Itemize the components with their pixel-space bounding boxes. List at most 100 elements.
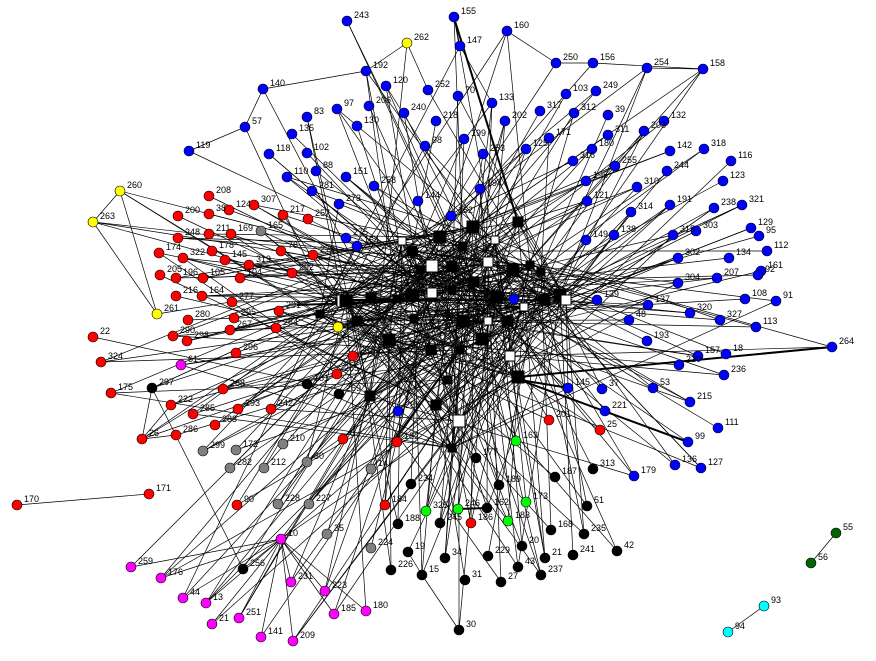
node-circle bbox=[664, 145, 676, 157]
node-label: 102 bbox=[314, 142, 329, 152]
node-label: 160 bbox=[514, 20, 529, 30]
graph-edge bbox=[425, 447, 453, 512]
graph-edge bbox=[192, 250, 413, 415]
node-circle bbox=[187, 408, 199, 420]
graph-node: 279 bbox=[307, 244, 335, 261]
node-circle bbox=[206, 245, 218, 257]
graph-edge bbox=[434, 404, 466, 581]
node-circle bbox=[183, 145, 195, 157]
node-circle bbox=[153, 247, 165, 259]
graph-node: 275 bbox=[340, 227, 368, 244]
node-label: 124 bbox=[236, 199, 251, 209]
graph-edge bbox=[160, 538, 282, 579]
node-circle bbox=[333, 388, 345, 400]
node-label: 202 bbox=[512, 110, 527, 120]
graph-node: 234 bbox=[405, 473, 433, 490]
graph-node: 316 bbox=[567, 150, 595, 167]
graph-node: 307 bbox=[248, 194, 276, 211]
node-circle bbox=[434, 517, 446, 529]
node-circle bbox=[230, 444, 242, 456]
node-circle bbox=[351, 120, 363, 132]
node-label: 218 bbox=[443, 110, 458, 120]
graph-edge bbox=[214, 269, 421, 426]
graph-node: 27 bbox=[495, 571, 518, 588]
graph-node: 245 bbox=[434, 512, 462, 529]
graph-edge-heavy bbox=[519, 379, 570, 389]
node-label: 177 bbox=[483, 447, 498, 457]
graph-edge bbox=[559, 67, 648, 296]
hub-node bbox=[455, 345, 465, 355]
node-label: 179 bbox=[641, 465, 656, 475]
graph-node: 309 bbox=[332, 316, 360, 333]
node-label: 209 bbox=[300, 630, 315, 640]
graph-node: 194 bbox=[474, 178, 502, 195]
node-circle bbox=[723, 252, 735, 264]
node-label: 174 bbox=[166, 242, 181, 252]
node-label: 48 bbox=[636, 309, 646, 319]
graph-edge bbox=[342, 300, 519, 568]
graph-node: 243 bbox=[341, 10, 369, 27]
graph-node: 202 bbox=[499, 110, 527, 127]
node-circle bbox=[580, 234, 592, 246]
graph-edge bbox=[439, 236, 460, 422]
node-label: 141 bbox=[268, 626, 283, 636]
graph-edge bbox=[160, 269, 514, 579]
node-circle bbox=[331, 103, 343, 115]
node-circle bbox=[321, 528, 333, 540]
hub-node bbox=[364, 390, 376, 402]
graph-edge bbox=[559, 294, 575, 556]
node-label: 316 bbox=[580, 150, 595, 160]
node-label: 104 bbox=[247, 267, 262, 277]
graph-edge bbox=[239, 240, 403, 280]
graph-node: 37 bbox=[596, 378, 619, 395]
node-circle bbox=[758, 600, 770, 612]
node-label: 304 bbox=[685, 272, 700, 282]
graph-node: 291 bbox=[273, 300, 301, 317]
node-circle bbox=[567, 155, 579, 167]
node-label: 182 bbox=[404, 431, 419, 441]
hub-node bbox=[483, 316, 493, 326]
node-label: 273 bbox=[346, 193, 361, 203]
graph-edge bbox=[262, 70, 367, 91]
graph-node: 42 bbox=[611, 540, 634, 557]
graph-edge bbox=[319, 45, 461, 315]
node-label: 173 bbox=[533, 491, 548, 501]
graph-edge bbox=[487, 204, 743, 322]
node-label: 279 bbox=[320, 244, 335, 254]
hub-node bbox=[443, 375, 453, 385]
node-circle bbox=[287, 635, 299, 647]
node-label: 208 bbox=[216, 185, 231, 195]
graph-node: 229 bbox=[482, 545, 510, 562]
graph-edge bbox=[236, 240, 403, 506]
node-circle bbox=[725, 155, 737, 167]
graph-edge bbox=[517, 221, 603, 390]
node-label: 315 bbox=[680, 224, 695, 234]
graph-edge bbox=[457, 296, 499, 510]
node-circle bbox=[539, 552, 551, 564]
node-circle bbox=[430, 115, 442, 127]
graph-edge bbox=[202, 320, 464, 452]
graph-edge bbox=[324, 292, 433, 592]
node-label: 259 bbox=[138, 556, 153, 566]
node-label: 55 bbox=[843, 522, 853, 532]
graph-node: 169 bbox=[225, 223, 253, 240]
graph-node: 223 bbox=[319, 580, 347, 597]
node-label: 70 bbox=[465, 85, 475, 95]
node-circle bbox=[302, 213, 314, 225]
node-circle bbox=[11, 499, 23, 511]
graph-edge bbox=[188, 150, 433, 267]
node-label: 200 bbox=[185, 205, 200, 215]
graph-edge-heavy bbox=[454, 20, 519, 223]
node-circle bbox=[233, 612, 245, 624]
graph-edge bbox=[222, 354, 511, 390]
hub-node bbox=[504, 350, 516, 362]
node-label: 231 bbox=[298, 571, 313, 581]
graph-node: 152 bbox=[445, 205, 473, 222]
node-label: 234 bbox=[418, 473, 433, 483]
graph-node: 259 bbox=[125, 556, 153, 573]
node-label: 163 bbox=[523, 430, 538, 440]
graph-edge bbox=[370, 297, 390, 341]
node-label: 92 bbox=[765, 264, 775, 274]
node-circle bbox=[420, 505, 432, 517]
graph-edge bbox=[182, 395, 371, 599]
